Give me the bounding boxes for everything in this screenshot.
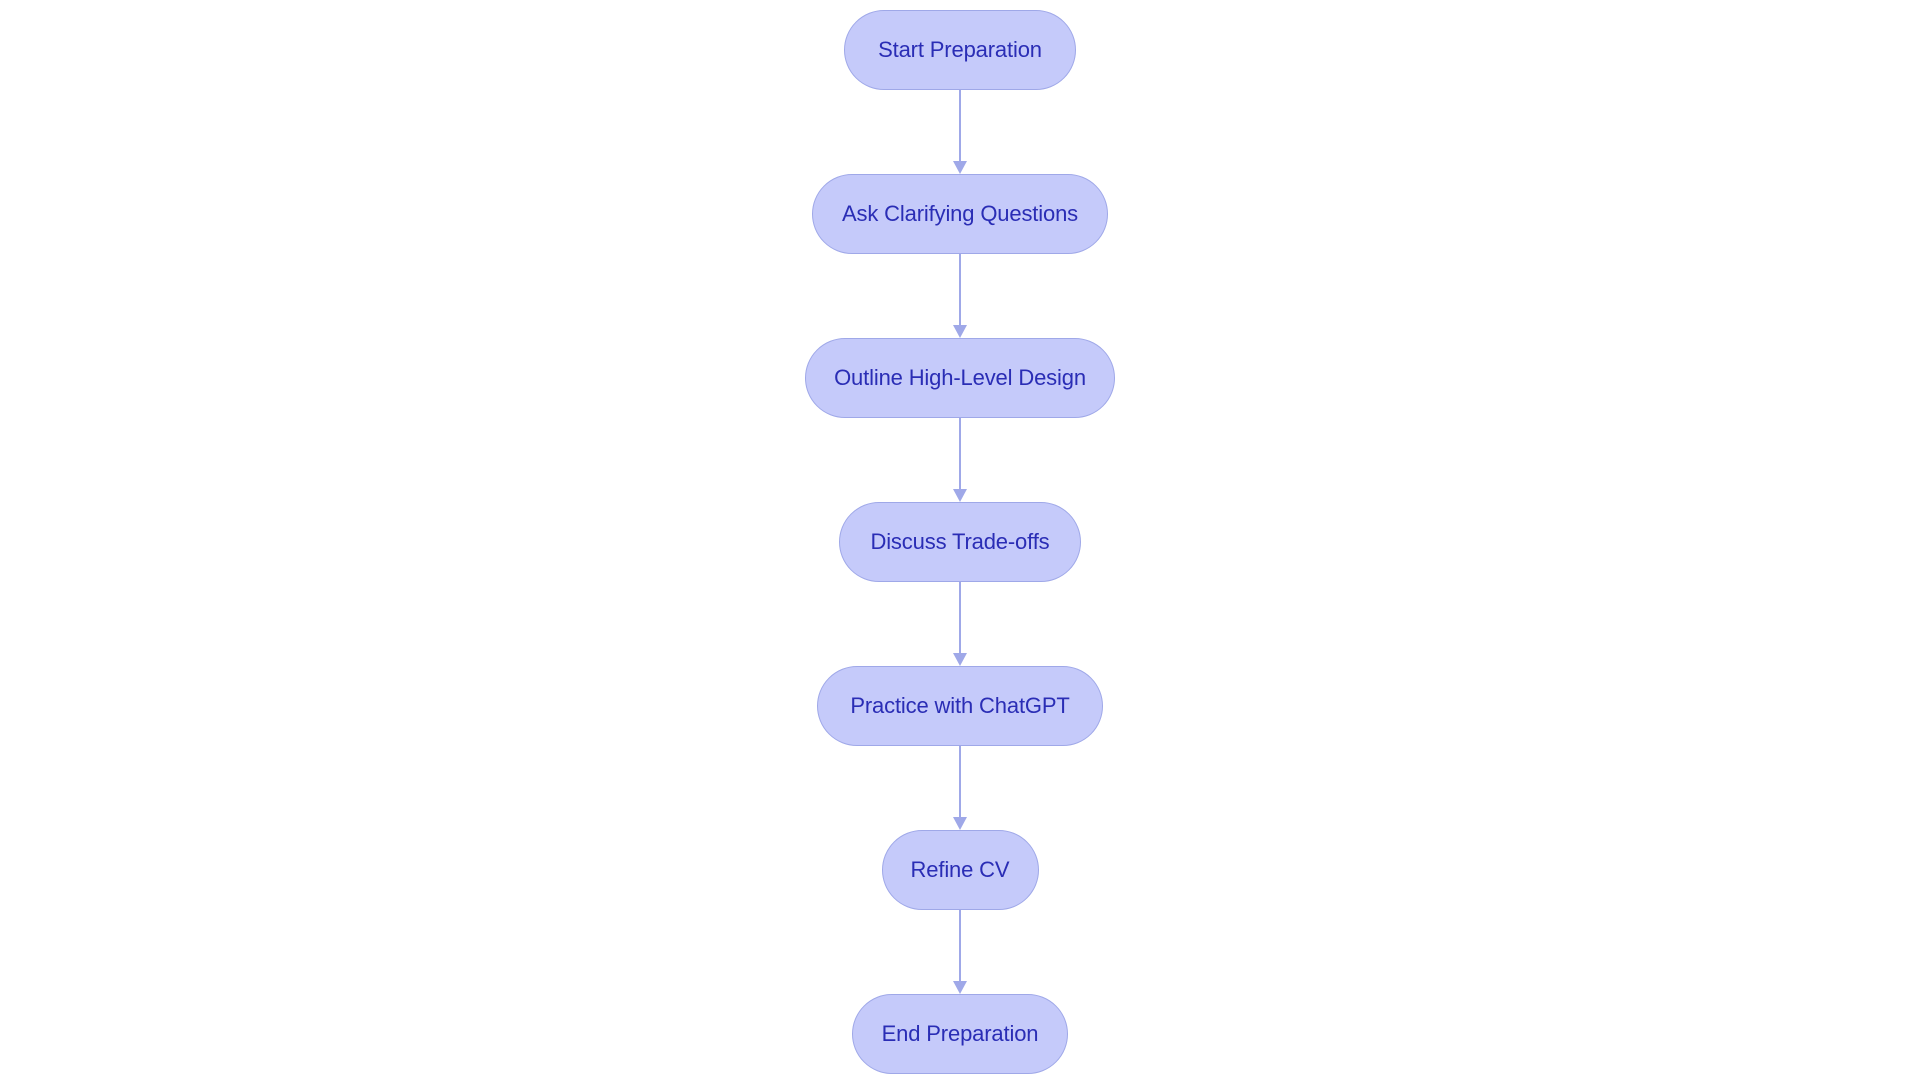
flowchart-node-outline-high-level-design[interactable]: Outline High-Level Design: [805, 338, 1115, 418]
edge-line: [959, 582, 961, 654]
node-label: Practice with ChatGPT: [850, 693, 1070, 718]
flowchart-edge-practice-with-chatgpt-to-refine-cv: [953, 746, 967, 830]
flowchart-edge-refine-cv-to-end-preparation: [953, 910, 967, 994]
node-label: Discuss Trade-offs: [870, 529, 1050, 554]
flowchart-node-start-preparation[interactable]: Start Preparation: [844, 10, 1076, 90]
flowchart-node-refine-cv[interactable]: Refine CV: [881, 830, 1039, 910]
arrowhead-down-icon: [953, 325, 967, 338]
node-label: Outline High-Level Design: [834, 365, 1086, 390]
arrowhead-down-icon: [953, 817, 967, 830]
edge-line: [959, 254, 961, 326]
flowchart-node-end-preparation[interactable]: End Preparation: [852, 994, 1068, 1074]
node-label: End Preparation: [881, 1021, 1039, 1046]
arrowhead-down-icon: [953, 653, 967, 666]
flowchart-node-practice-with-chatgpt[interactable]: Practice with ChatGPT: [817, 666, 1103, 746]
flowchart-node-discuss-trade-offs[interactable]: Discuss Trade-offs: [839, 502, 1081, 582]
flowchart-edge-discuss-trade-offs-to-practice-with-chatgpt: [953, 582, 967, 666]
node-label: Start Preparation: [878, 37, 1042, 62]
node-label: Ask Clarifying Questions: [841, 201, 1079, 226]
arrowhead-down-icon: [953, 981, 967, 994]
edge-line: [959, 418, 961, 490]
flowchart-edge-outline-high-level-design-to-discuss-trade-offs: [953, 418, 967, 502]
arrowhead-down-icon: [953, 161, 967, 174]
edge-line: [959, 90, 961, 162]
edge-line: [959, 746, 961, 818]
node-label: Refine CV: [910, 857, 1010, 882]
flowchart-edge-ask-clarifying-questions-to-outline-high-level-design: [953, 254, 967, 338]
arrowhead-down-icon: [953, 489, 967, 502]
flowchart-edge-start-preparation-to-ask-clarifying-questions: [953, 90, 967, 174]
edge-line: [959, 910, 961, 982]
flowchart-node-column: Start Preparation Ask Clarifying Questio…: [0, 10, 1920, 1074]
flowchart-node-ask-clarifying-questions[interactable]: Ask Clarifying Questions: [812, 174, 1108, 254]
